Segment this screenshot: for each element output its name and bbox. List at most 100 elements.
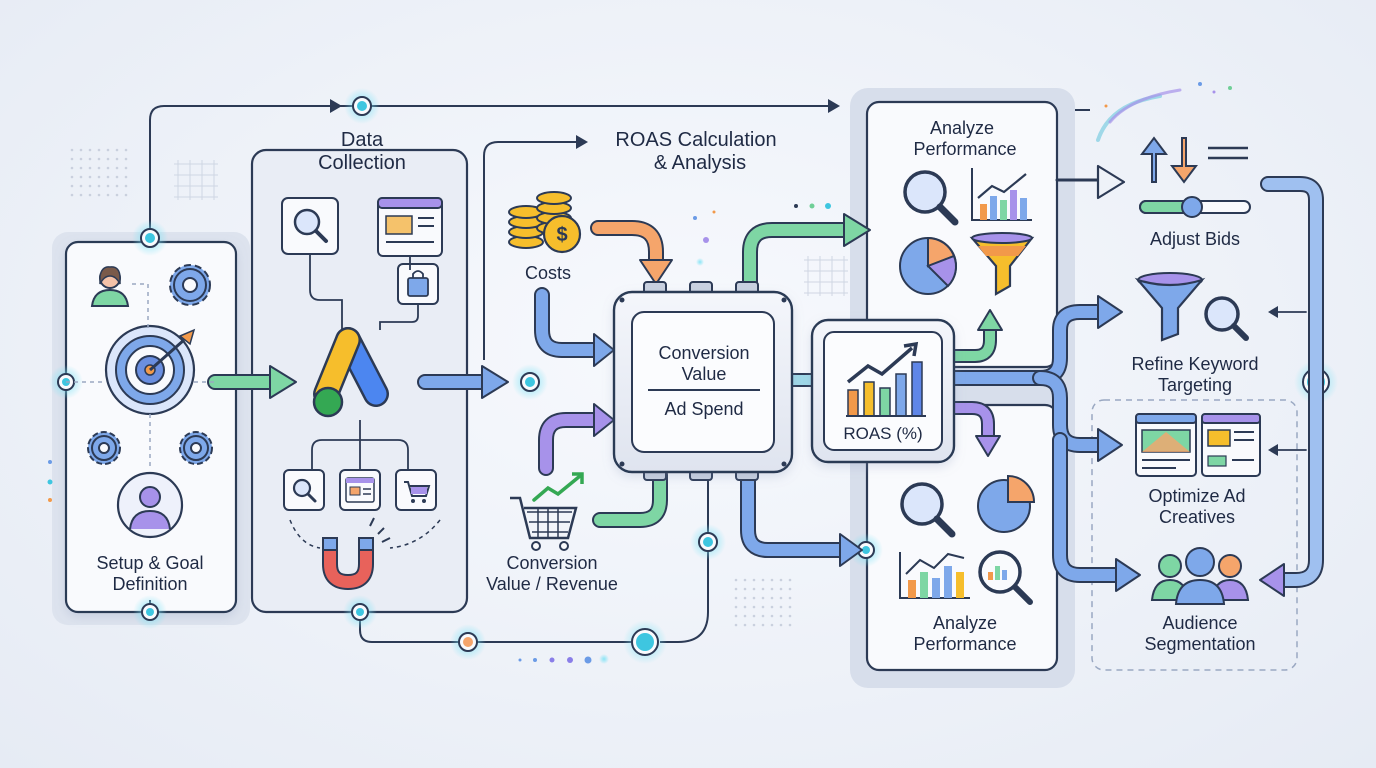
grid-dot: [743, 605, 747, 609]
sparkle-dots: [47, 203, 831, 502]
grid-dot: [124, 184, 128, 188]
search-icon: [1204, 296, 1249, 341]
revenue-label-2: Value / Revenue: [486, 574, 618, 594]
grid-dot: [106, 193, 110, 197]
avatar-icon: [116, 471, 184, 539]
collection-links: [309, 254, 419, 470]
slider-icon: [1139, 196, 1251, 218]
grid-dot: [70, 148, 74, 152]
analyze-top-label-2: Performance: [913, 139, 1016, 159]
grid-dot: [743, 578, 747, 582]
grid-dot: [97, 193, 101, 197]
grid-dot: [761, 587, 765, 591]
formula-numerator: Conversion: [658, 343, 749, 363]
analyze-top-label: Analyze: [930, 118, 994, 138]
grid-dot: [752, 596, 756, 600]
grid-dot: [124, 157, 128, 161]
analyze-bottom-label-2: Performance: [913, 634, 1016, 654]
grid-dot: [124, 148, 128, 152]
search-icon: [900, 482, 956, 538]
formula-box: [612, 281, 794, 481]
costs-label: Costs: [525, 263, 571, 283]
bar-chart-icon: [971, 168, 1032, 221]
grid-dot: [770, 614, 774, 618]
grid-dot: [115, 193, 119, 197]
audience-icon: [1150, 547, 1250, 605]
grid-dot: [788, 623, 792, 627]
grid-dot: [115, 148, 119, 152]
grid-dot: [115, 175, 119, 179]
funnel-icon: [1134, 272, 1206, 342]
grid-dot: [88, 148, 92, 152]
grid-dot: [734, 623, 738, 627]
grid-dot: [761, 623, 765, 627]
grid-dot: [788, 605, 792, 609]
grid-dot: [734, 578, 738, 582]
grid-dot: [124, 175, 128, 179]
decorative-grid: [70, 148, 848, 627]
grid-dot: [97, 175, 101, 179]
grid-dot: [743, 587, 747, 591]
search-icon: [281, 197, 339, 255]
grid-dot: [743, 596, 747, 600]
grid-dot: [79, 157, 83, 161]
sparkle-swoosh: [1096, 82, 1232, 142]
analyze-bottom-label: Analyze: [933, 613, 997, 633]
grid-dot: [770, 605, 774, 609]
roas-calc-title-2: & Analysis: [654, 152, 746, 174]
search-icon: [283, 469, 325, 511]
user-icon: [90, 266, 130, 307]
connector-node-core: [525, 377, 535, 387]
grid-dot: [106, 184, 110, 188]
diagram-labels: Setup & Goal Definition Data Collection …: [96, 118, 1258, 654]
dots-trail: [518, 654, 609, 664]
target-icon: [104, 324, 196, 416]
flow-arrows: [207, 164, 1324, 597]
coins-icon: $: [508, 191, 582, 254]
google-ads-logo-icon: [312, 327, 389, 418]
connector-node-core: [636, 633, 654, 651]
gear-icon: [87, 431, 121, 465]
setup-panel: [52, 232, 250, 625]
grid-dot: [779, 623, 783, 627]
grid-dot: [779, 578, 783, 582]
grid-dot: [779, 596, 783, 600]
pie-chart-icon: [977, 474, 1036, 533]
grid-dot: [70, 157, 74, 161]
grid-dot: [79, 193, 83, 197]
grid-dot: [761, 596, 765, 600]
grid-dot: [79, 166, 83, 170]
connector-node-core: [703, 537, 713, 547]
grid-dot: [88, 184, 92, 188]
connector-node-core: [463, 637, 473, 647]
grid-dot: [788, 614, 792, 618]
grid-dot: [115, 166, 119, 170]
grid-dot: [734, 596, 738, 600]
audience-label: Audience: [1162, 613, 1237, 633]
grid-dot: [770, 578, 774, 582]
grid-dot: [779, 605, 783, 609]
optimize-creatives-label: Optimize Ad: [1148, 486, 1245, 506]
grid-dot: [734, 614, 738, 618]
grid-dot: [770, 596, 774, 600]
grid-dot: [124, 193, 128, 197]
grid-dot: [88, 193, 92, 197]
grid-dot: [752, 614, 756, 618]
connector-node-core: [357, 101, 367, 111]
ad-creative-icon: [1201, 413, 1261, 477]
grid-dot: [770, 623, 774, 627]
browser-icon: [339, 469, 381, 511]
setup-dashed-links: [66, 283, 215, 470]
connector-node-core: [356, 608, 364, 616]
grid-dot: [97, 184, 101, 188]
grid-dot: [761, 605, 765, 609]
grid-dot: [88, 157, 92, 161]
setup-label-2: Definition: [112, 574, 187, 594]
shopping-bag-icon: [397, 263, 439, 305]
top-line-arrowheads: [330, 99, 840, 149]
grid-dot: [97, 157, 101, 161]
grid-dot: [743, 623, 747, 627]
formula-denominator: Ad Spend: [664, 399, 743, 419]
